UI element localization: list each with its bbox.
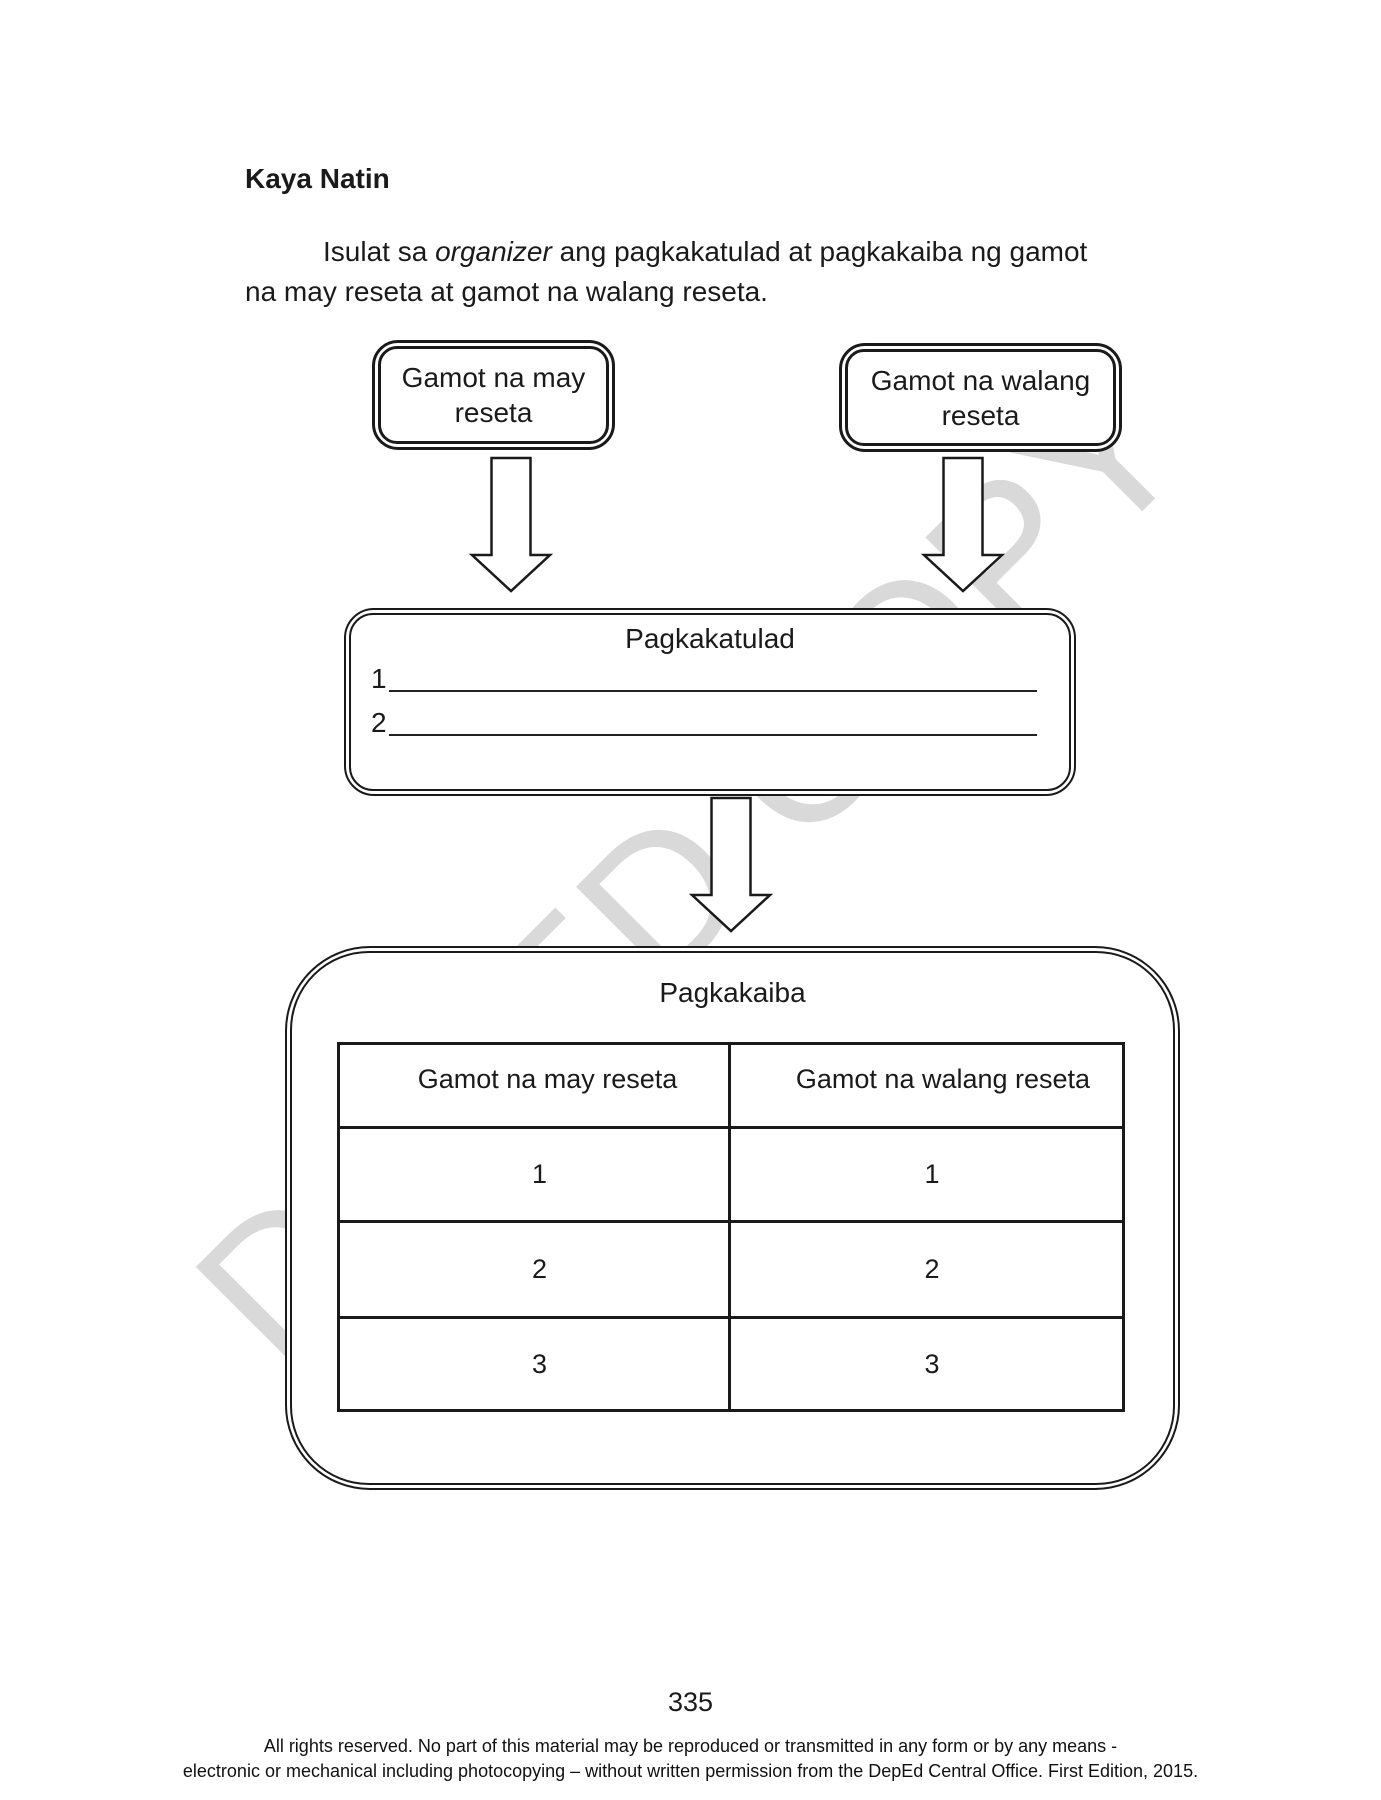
down-arrow-icon	[688, 796, 774, 933]
table-header-right: Gamot na walang reseta	[728, 1042, 1125, 1129]
source-box-label: Gamot na walang reseta	[870, 364, 1091, 431]
blank-underline	[388, 734, 1037, 736]
table-cell: 2	[337, 1220, 731, 1319]
page-title: Kaya Natin	[245, 163, 390, 194]
line-number: 2	[371, 707, 387, 738]
instruction-line-2: na may reseta at gamot na walang reseta.	[245, 276, 768, 307]
copyright-line-2: electronic or mechanical including photo…	[182, 1761, 1199, 1781]
line-number: 1	[371, 663, 387, 694]
similarities-box-inner-border: Pagkakatulad 1 2	[349, 613, 1071, 791]
differences-title: Pagkakaiba	[659, 977, 806, 1008]
italic-word: organizer	[435, 236, 552, 267]
source-box-inner-border: Gamot na walang reseta	[845, 349, 1116, 446]
table-cell: 1	[337, 1126, 731, 1223]
instruction-text: Isulat sa organizer ang pagkakatulad at …	[245, 232, 1225, 312]
table-header-row: Gamot na may reseta Gamot na walang rese…	[337, 1042, 1125, 1129]
fill-in-line-2: 2	[371, 705, 1037, 739]
blank-underline	[388, 690, 1037, 692]
page-number: 335	[667, 1687, 714, 1717]
differences-box-inner-border: Pagkakaiba Gamot na may reseta Gamot na …	[290, 951, 1175, 1485]
source-box-gamot-may-reseta: Gamot na may reseta	[372, 340, 615, 450]
source-box-inner-border: Gamot na may reseta	[378, 346, 609, 444]
copyright-line-1: All rights reserved. No part of this mat…	[263, 1736, 1118, 1756]
similarities-box: Pagkakatulad 1 2	[344, 608, 1076, 796]
table-cell: 3	[728, 1316, 1125, 1412]
source-box-gamot-walang-reseta: Gamot na walang reseta	[839, 343, 1122, 452]
table-header-left: Gamot na may reseta	[337, 1042, 731, 1129]
table-cell: 1	[728, 1126, 1125, 1223]
source-box-label: Gamot na may reseta	[401, 362, 586, 428]
table-row: 3 3	[337, 1316, 1125, 1412]
table-cell: 3	[337, 1316, 731, 1412]
similarities-title: Pagkakatulad	[625, 623, 795, 654]
differences-box: Pagkakaiba Gamot na may reseta Gamot na …	[285, 946, 1180, 1490]
down-arrow-icon	[920, 456, 1006, 593]
table-row: 2 2	[337, 1220, 1125, 1319]
copyright-footer: All rights reserved. No part of this mat…	[0, 1734, 1381, 1784]
table-row: 1 1	[337, 1126, 1125, 1223]
comparison-table: Gamot na may reseta Gamot na walang rese…	[337, 1042, 1125, 1412]
table-cell: 2	[728, 1220, 1125, 1319]
down-arrow-icon	[468, 456, 554, 593]
instruction-line-1: Isulat sa organizer ang pagkakatulad at …	[323, 236, 1088, 267]
fill-in-line-1: 1	[371, 661, 1037, 695]
